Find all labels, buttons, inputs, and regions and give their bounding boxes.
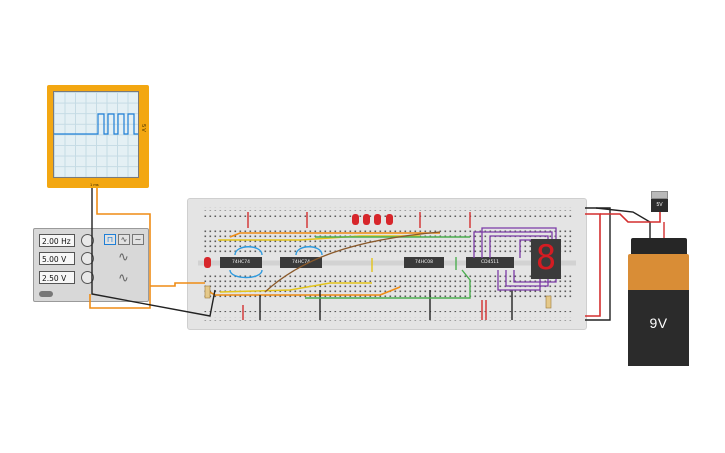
- oscilloscope-trace: [54, 113, 138, 135]
- regulator-tab: [651, 191, 668, 199]
- sine-wave-icon: ∿: [118, 270, 129, 285]
- triangle-wave-button[interactable]: ∿: [118, 234, 130, 245]
- battery-cap: [628, 254, 689, 290]
- chip-74hc74-a[interactable]: 74HC74: [220, 257, 262, 268]
- sine-wave-button[interactable]: ∼: [132, 234, 144, 245]
- oscilloscope-screen: [53, 91, 139, 178]
- amplitude-field[interactable]: 5.00 V: [39, 252, 75, 265]
- battery-terminals: [631, 238, 687, 254]
- seven-segment-display[interactable]: 8: [535, 238, 557, 278]
- sine-wave-icon: ∿: [118, 249, 129, 264]
- oscilloscope-voltage-label: 5 V: [140, 124, 147, 132]
- battery[interactable]: 9V: [628, 290, 689, 366]
- offset-knob[interactable]: [81, 271, 94, 284]
- offset-field[interactable]: 2.50 V: [39, 271, 75, 284]
- chip-74hc08[interactable]: 74HC08: [404, 257, 444, 268]
- function-generator[interactable]: 2.00 Hz 5.00 V 2.50 V ⊓ ∿ ∼ ∿ ∿: [33, 228, 149, 302]
- oscilloscope-time-label: 1 ms: [90, 182, 99, 187]
- frequency-field[interactable]: 2.00 Hz: [39, 234, 75, 247]
- chip-74hc74-b[interactable]: 74HC74: [280, 257, 322, 268]
- oscilloscope[interactable]: 5 V 1 ms: [47, 85, 149, 188]
- voltage-regulator[interactable]: 5V: [651, 199, 668, 212]
- power-toggle[interactable]: [39, 291, 53, 297]
- square-wave-button[interactable]: ⊓: [104, 234, 116, 245]
- amplitude-knob[interactable]: [81, 252, 94, 265]
- frequency-knob[interactable]: [81, 234, 94, 247]
- chip-cd4511[interactable]: CD4511: [466, 257, 514, 268]
